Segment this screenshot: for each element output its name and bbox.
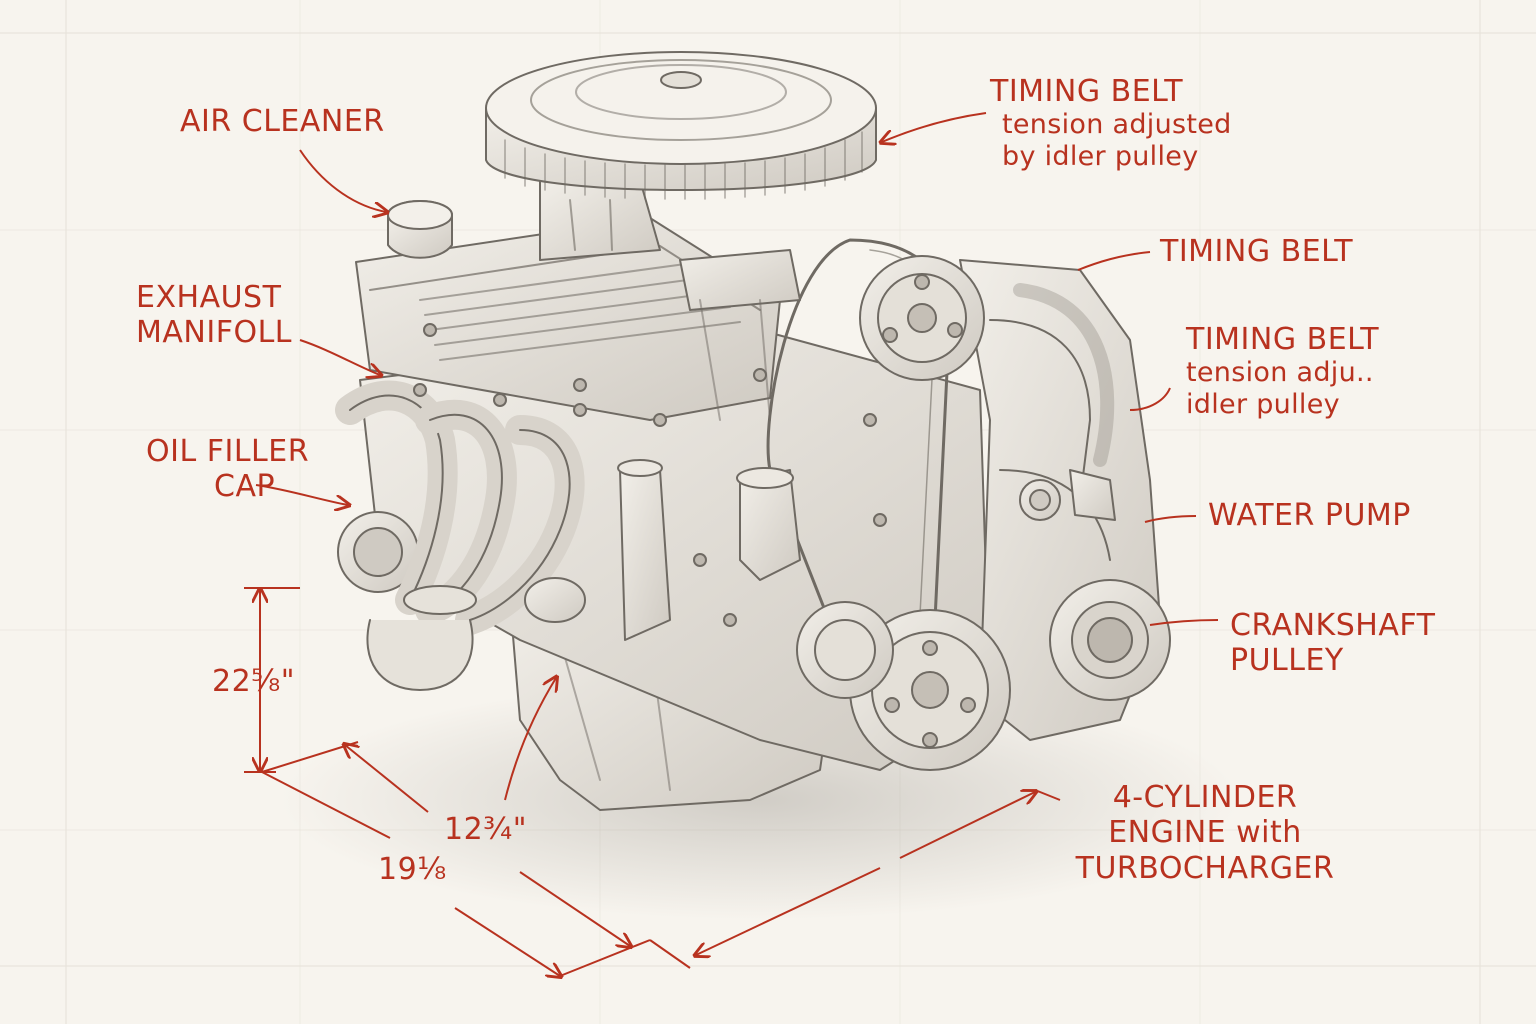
label-engine-title-line2: ENGINE with	[1108, 815, 1302, 851]
arrow-timing-belt-mid	[1077, 251, 1151, 271]
label-engine-title-line1: 4-CYLINDER	[1112, 780, 1298, 815]
label-timing-belt-top: TIMING BELT tension adjusted by idler pu…	[990, 74, 1232, 173]
dim-height-text: 22⅝"	[212, 664, 296, 699]
arrow-timing-belt-low	[1129, 387, 1171, 411]
exhaust-manifold	[335, 380, 585, 691]
label-oil-filler-line1: OIL FILLER	[146, 434, 310, 469]
dim-width-text: 19⅛	[378, 852, 447, 887]
label-water-pump: WATER PUMP	[1208, 498, 1411, 533]
carburetor	[539, 179, 661, 261]
dim-width-label: 19⅛	[378, 852, 447, 887]
label-oil-filler-line2: CAP	[214, 469, 276, 505]
label-crankshaft-pulley: CRANKSHAFT PULLEY	[1230, 608, 1435, 679]
label-water-pump-text: WATER PUMP	[1208, 498, 1411, 533]
block-bolts	[413, 383, 887, 627]
oil-filter	[524, 577, 586, 623]
label-engine-title-line3: TURBOCHARGER	[1075, 850, 1335, 886]
annotation-arrows	[244, 112, 1219, 976]
dim-length-line	[696, 867, 881, 955]
label-timing-belt-low-note2: idler pulley	[1186, 389, 1340, 421]
label-exhaust-line2: MANIFOLL	[136, 315, 292, 351]
label-timing-belt-mid-title: TIMING BELT	[1160, 234, 1354, 269]
label-exhaust-line1: EXHAUST	[136, 280, 282, 315]
idler-pulley	[859, 255, 985, 381]
arrow-crankshaft	[1149, 619, 1219, 626]
label-oil-filler-cap: OIL FILLER CAP	[146, 434, 309, 505]
label-air-cleaner: AIR CLEANER	[180, 104, 385, 139]
valve-cover-ribs	[419, 261, 741, 361]
label-engine-title: 4-CYLINDER ENGINE with TURBOCHARGER	[1070, 780, 1340, 886]
air-filter-pleats	[504, 131, 863, 200]
label-timing-belt-low: TIMING BELT tension adju.. idler pulley	[1186, 322, 1379, 421]
label-timing-belt-top-title: TIMING BELT	[990, 74, 1184, 109]
dim-depth-text: 12¾"	[444, 812, 528, 847]
label-crankshaft-line2: PULLEY	[1230, 643, 1344, 679]
label-timing-belt-top-note1: tension adjusted	[1002, 109, 1232, 141]
label-timing-belt-mid: TIMING BELT	[1160, 234, 1353, 269]
label-air-cleaner-text: AIR CLEANER	[180, 104, 385, 139]
arrow-air-cleaner	[299, 149, 386, 212]
air-cleaner-nut	[660, 71, 702, 89]
engine-illustration	[335, 51, 1171, 811]
dim-width-line	[261, 771, 391, 839]
label-timing-belt-top-note2: by idler pulley	[1002, 141, 1199, 173]
label-exhaust-manifold: EXHAUST MANIFOLL	[136, 280, 292, 351]
arrow-oil-filler	[255, 484, 348, 505]
ground-shadow	[280, 680, 1240, 920]
dim-depth-label: 12¾"	[444, 812, 527, 847]
air-cleaner-housing	[485, 51, 877, 200]
dim-height-label: 22⅝"	[212, 664, 295, 699]
arrow-timing-belt-top	[882, 112, 987, 142]
arrow-water-pump	[1144, 515, 1197, 523]
arrow-oil-pan	[504, 678, 556, 801]
arrow-exhaust-manifold	[299, 339, 380, 375]
label-timing-belt-low-title: TIMING BELT	[1186, 322, 1380, 357]
label-crankshaft-line1: CRANKSHAFT	[1230, 608, 1436, 643]
label-timing-belt-low-note1: tension adju..	[1186, 357, 1374, 389]
